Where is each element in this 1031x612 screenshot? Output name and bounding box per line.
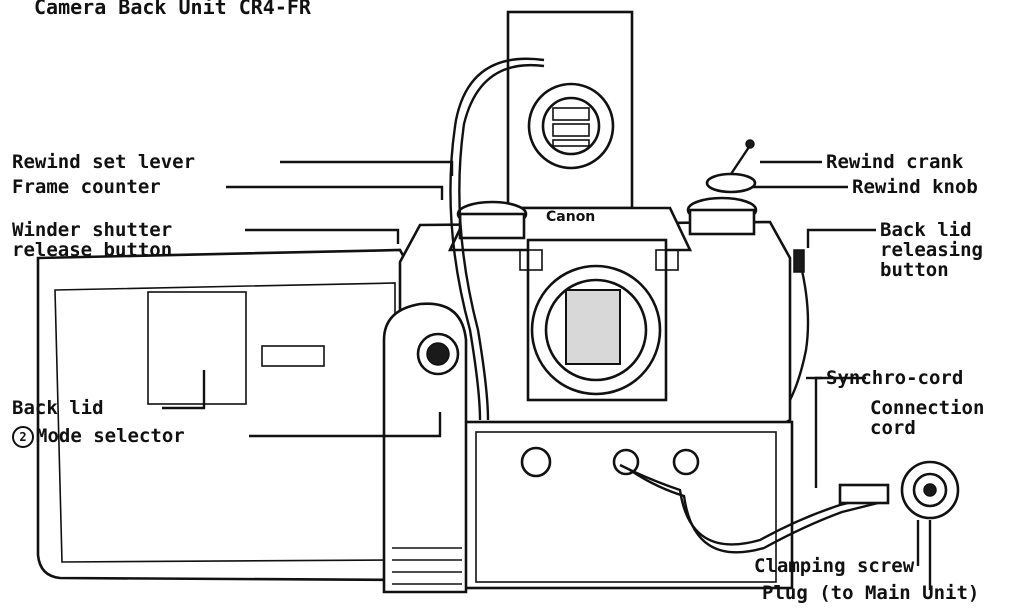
label-winder-shutter-release: Winder shutter release button [12, 219, 173, 261]
label-plug: Plug (to Main Unit) [762, 582, 980, 604]
label-back-lid: Back lid [12, 397, 104, 419]
mode-selector-text: Mode selector [36, 425, 185, 447]
label-mode-selector: 2 Mode selector [12, 426, 185, 448]
brand-marking: Canon [546, 209, 596, 225]
synchro-cord-shape [788, 261, 810, 401]
label-clamping-screw: Clamping screw [754, 555, 915, 577]
label-back-lid-releasing: Back lid releasing button [880, 219, 983, 281]
circled-number-icon: 2 [12, 426, 34, 448]
label-frame-counter: Frame counter [12, 176, 161, 198]
label-connection-cord: Connection cord [870, 397, 985, 439]
leader-lines [162, 160, 932, 590]
label-rewind-crank: Rewind crank [826, 151, 964, 173]
diagram-title: Camera Back Unit CR4-FR [34, 0, 311, 19]
label-rewind-set-lever: Rewind set lever [12, 151, 196, 173]
mode-selector-number: 2 [19, 430, 27, 444]
connection-cord-shape [619, 463, 881, 546]
winder-grip-shape [382, 302, 468, 594]
label-synchro-cord: Synchro-cord [826, 367, 964, 389]
label-rewind-knob: Rewind knob [852, 176, 978, 198]
